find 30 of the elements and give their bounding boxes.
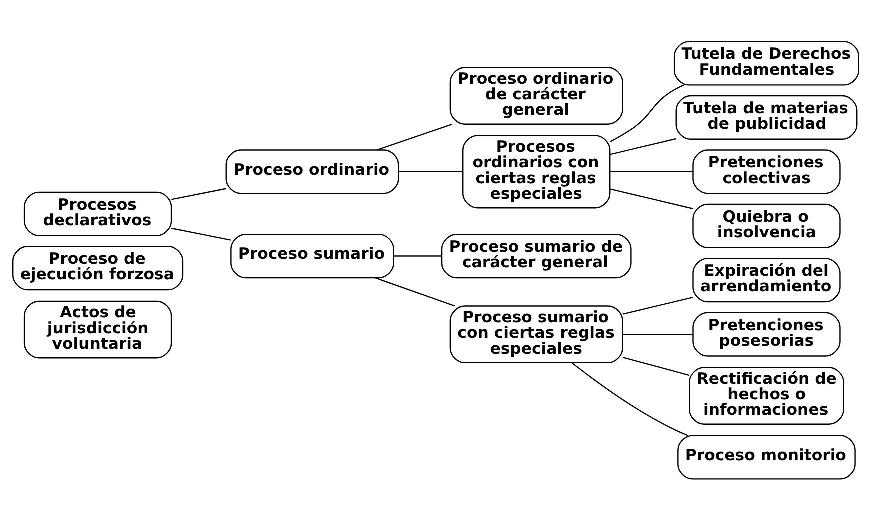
node-box: Pretenciones colectivas <box>692 150 841 194</box>
node-box: Quiebra o insolvencia <box>692 204 841 248</box>
node-box: Tutela de materias de publicidad <box>676 95 858 140</box>
connector <box>622 356 690 376</box>
node-box: Proceso sumario <box>230 234 394 279</box>
connector <box>610 188 694 210</box>
node-box: Rectificación de hechos o informaciones <box>689 367 844 425</box>
node-box: Proceso sumario con ciertas reglas especiales <box>450 306 624 364</box>
node-box: Procesos declarativos <box>24 192 172 236</box>
node-box: Actos de jurisdicción voluntaria <box>24 300 172 359</box>
connector <box>398 171 463 173</box>
node-box: Proceso ordinario de carácter general <box>450 67 624 125</box>
connector <box>610 171 693 173</box>
node-box: Procesos ordinarios con ciertas reglas especiales <box>462 135 611 209</box>
node-box: Expiración del arrendamiento <box>692 258 841 303</box>
connector <box>377 124 453 151</box>
connector <box>394 256 442 257</box>
connector <box>622 334 694 336</box>
connector <box>622 297 694 315</box>
node-box: Tutela de Derechos Fundamentales <box>674 41 860 86</box>
node-box: Pretenciones posesorias <box>692 312 841 357</box>
connector <box>172 228 231 241</box>
connector <box>610 138 676 156</box>
connector <box>375 278 456 307</box>
connector <box>172 188 226 200</box>
node-box: Proceso de ejecución forzosa <box>12 246 184 291</box>
connector <box>572 362 688 436</box>
node-box: Proceso sumario de carácter general <box>441 234 632 279</box>
node-box: Proceso monitorio <box>678 435 856 480</box>
node-box: Proceso ordinario <box>226 150 400 194</box>
